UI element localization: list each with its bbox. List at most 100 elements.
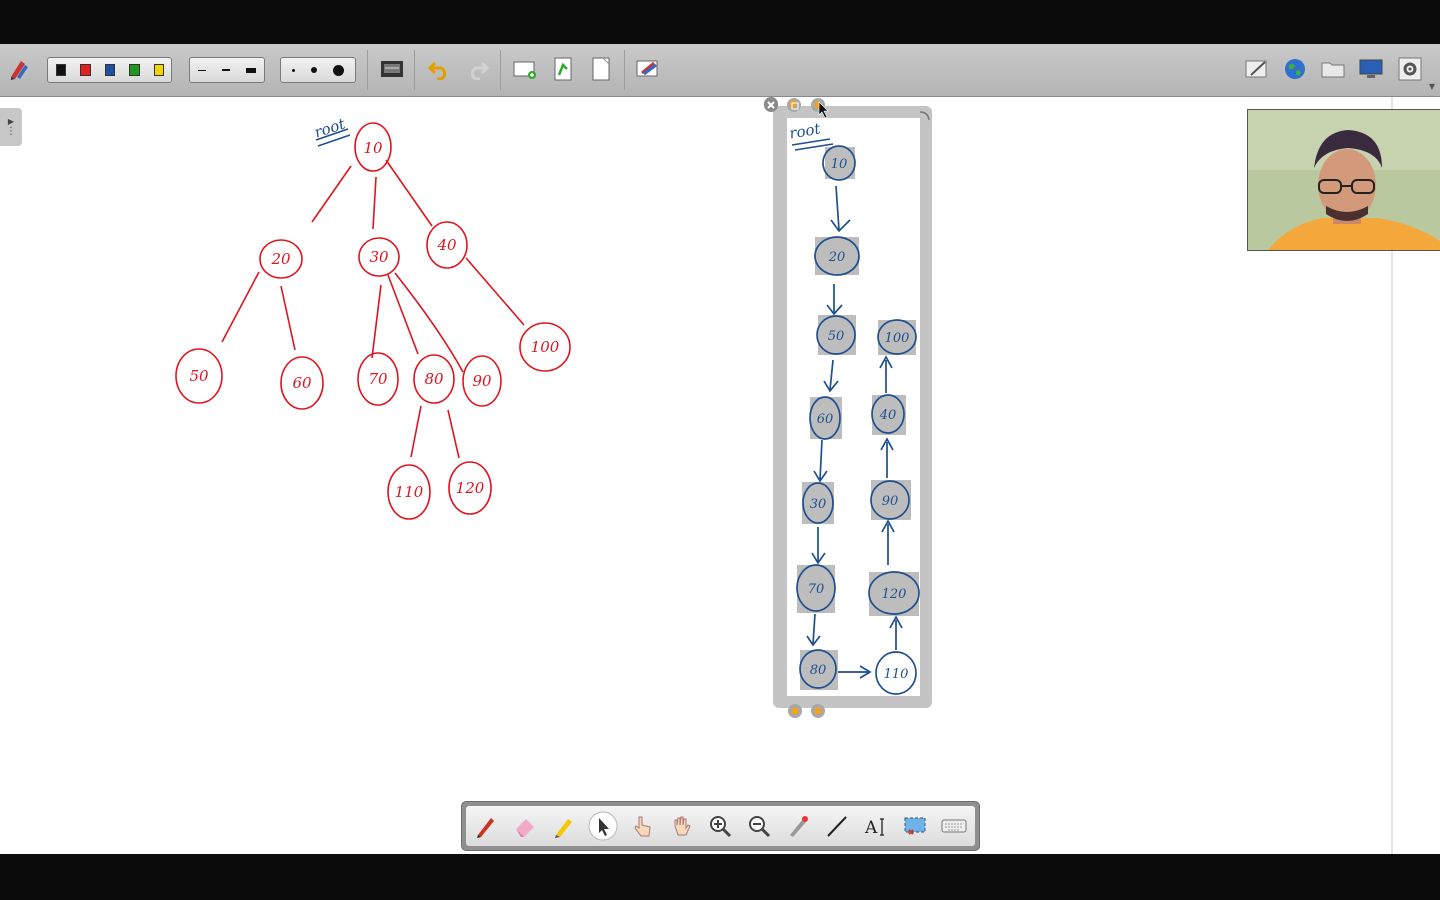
presenter-video-frame: [1248, 110, 1440, 250]
tree-node-label: 80: [424, 370, 444, 388]
color-swatch-green[interactable]: [129, 64, 140, 76]
dot-size-group: [280, 57, 356, 83]
tree-node-label: 60: [292, 374, 312, 392]
large-dot-button[interactable]: [333, 64, 344, 76]
color-swatch-yellow[interactable]: [153, 64, 165, 76]
list-node-circle: [877, 319, 917, 355]
tree-node-label: 20: [270, 250, 291, 268]
select-icon[interactable]: [583, 806, 622, 846]
settings-icon[interactable]: [1397, 55, 1423, 83]
tree-node-circle: [357, 352, 399, 406]
layer-up-icon[interactable]: [788, 703, 802, 718]
list-node-circle: [870, 480, 910, 520]
layer-down-icon[interactable]: [811, 703, 825, 718]
tree-node-label: 100: [531, 338, 560, 356]
tree-node-circle: [413, 354, 455, 404]
list-node-circle: [868, 571, 920, 615]
list-drawing: [796, 145, 920, 695]
redo-icon[interactable]: [466, 55, 490, 83]
list-node-label: 60: [817, 412, 834, 427]
medium-line-button[interactable]: [221, 69, 230, 71]
resize-corner-icon[interactable]: [918, 108, 932, 122]
tree-node-label: 10: [363, 139, 383, 157]
pen-note-icon[interactable]: [1244, 55, 1270, 83]
tree-edges: [221, 159, 525, 459]
list-node-label: 100: [885, 331, 910, 346]
webcam-video[interactable]: [1247, 109, 1440, 251]
tree-drawing: [175, 122, 571, 520]
undo-icon[interactable]: [427, 55, 451, 83]
tools-icon[interactable]: [6, 55, 32, 83]
folder-icon[interactable]: [1320, 55, 1346, 83]
new-page-icon[interactable]: [512, 55, 538, 83]
blank-page-icon[interactable]: [589, 55, 613, 83]
list-node-label: 110: [884, 667, 909, 682]
tree-node-label: 70: [368, 370, 388, 388]
whiteboard-canvas[interactable]: [48, 97, 1391, 854]
line-icon[interactable]: [817, 806, 856, 846]
toolbar-separator: [414, 50, 415, 90]
list-node-label: 40: [879, 408, 897, 423]
clear-icon[interactable]: [635, 55, 661, 83]
pan-hand-icon[interactable]: [661, 806, 700, 846]
list-node-circle: [799, 649, 837, 689]
tree-root-annotation: root: [312, 114, 351, 147]
medium-dot-button[interactable]: [311, 67, 317, 73]
list-node-highlights: [797, 147, 919, 690]
list-node-label: 90: [882, 494, 899, 509]
color-swatch-red[interactable]: [80, 64, 91, 76]
small-dot-button[interactable]: [292, 68, 295, 72]
toolbar-separator: [500, 50, 501, 90]
thick-line-button[interactable]: [245, 67, 256, 73]
tree-node-label: 40: [436, 236, 457, 254]
tree-node-circle: [354, 122, 392, 172]
list-arrows: [806, 185, 903, 679]
screen-capture-icon[interactable]: [379, 55, 405, 83]
list-node-circle: [802, 482, 834, 524]
eraser-icon[interactable]: [505, 806, 544, 846]
keyboard-icon[interactable]: [934, 806, 973, 846]
color-palette: [47, 57, 172, 83]
tree-node-circle: [387, 464, 431, 520]
globe-icon[interactable]: [1282, 55, 1308, 83]
color-swatch-blue[interactable]: [104, 64, 116, 76]
zoom-out-icon[interactable]: [739, 806, 778, 846]
chevron-right-icon: ▶: [7, 117, 15, 126]
tree-node-label: 90: [472, 372, 492, 390]
list-node-circle: [822, 145, 856, 181]
tree-node-label: 50: [189, 367, 209, 385]
tree-node-label: 120: [456, 479, 485, 497]
zoom-in-icon[interactable]: [700, 806, 739, 846]
list-node-label: 10: [831, 157, 848, 172]
line-width-group: [189, 57, 265, 83]
tree-node-circle: [462, 355, 502, 407]
list-node-circle: [816, 315, 856, 355]
close-icon[interactable]: [764, 97, 778, 112]
list-node-label: 20: [828, 250, 846, 265]
color-swatch-black[interactable]: [56, 64, 67, 76]
tree-node-circle: [175, 348, 223, 404]
pointer-icon[interactable]: [622, 806, 661, 846]
bottom-black-bar: [0, 854, 1440, 900]
list-node-circle: [871, 394, 905, 434]
highlighter-icon[interactable]: [544, 806, 583, 846]
svg-text:A: A: [864, 818, 878, 838]
toolbar-separator: [624, 50, 625, 90]
capture-icon[interactable]: [895, 806, 934, 846]
clone-icon[interactable]: [787, 97, 801, 112]
side-panel-toggle[interactable]: ▶ ⋮: [0, 108, 22, 146]
list-node-label: 70: [808, 582, 825, 597]
thin-line-button[interactable]: [198, 69, 206, 71]
text-icon[interactable]: A: [856, 806, 895, 846]
tree-node-circle: [448, 461, 492, 515]
chevron-down-icon[interactable]: ▼: [1428, 81, 1436, 91]
laser-icon[interactable]: [778, 806, 817, 846]
next-page-icon[interactable]: [551, 55, 575, 83]
list-node-circle: [809, 396, 841, 440]
list-root-label: root: [788, 119, 823, 142]
tree-node-labels: 10 20 30 40 50 60 70 80 90 100 110 120: [189, 139, 559, 501]
monitor-icon[interactable]: [1358, 55, 1384, 83]
pen-icon[interactable]: [466, 806, 505, 846]
list-node-label: 80: [810, 663, 827, 678]
floating-toolbar: A: [461, 801, 980, 851]
